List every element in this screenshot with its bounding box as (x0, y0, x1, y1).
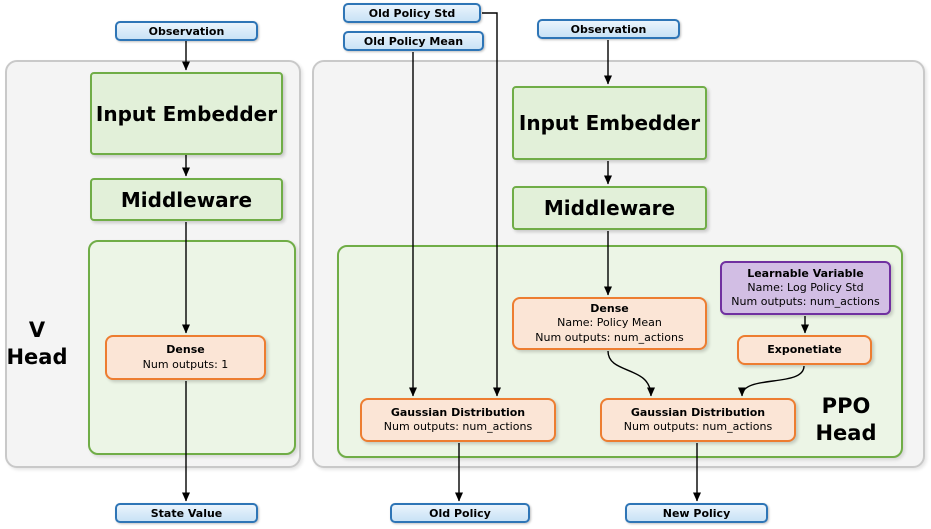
learnable-variable-detail1: Name: Log Policy Std (747, 280, 864, 294)
old-policy-mean-input: Old Policy Mean (343, 31, 484, 51)
dense-box-ppo: Dense Name: Policy Mean Num outputs: num… (512, 297, 707, 350)
middleware-box-ppo: Middleware (512, 186, 707, 230)
dense-box-v: Dense Num outputs: 1 (105, 335, 266, 380)
gaussian-distribution-box-new: Gaussian Distribution Num outputs: num_a… (600, 398, 796, 442)
dense-detail1-ppo: Name: Policy Mean (557, 316, 662, 330)
input-embedder-box-ppo: Input Embedder (512, 86, 707, 160)
learnable-variable-detail2: Num outputs: num_actions (731, 295, 880, 309)
gaussian-new-title: Gaussian Distribution (630, 405, 766, 419)
learnable-variable-title: Learnable Variable (747, 266, 864, 280)
v-head-label: V Head (6, 317, 68, 371)
v-head-label-line1: V (28, 318, 46, 342)
ppo-head-label-line1: PPO (821, 394, 871, 418)
observation-input-ppo: Observation (537, 19, 680, 39)
dense-detail2-ppo: Num outputs: num_actions (535, 330, 684, 344)
old-policy-output: Old Policy (390, 503, 530, 523)
gaussian-old-title: Gaussian Distribution (390, 405, 526, 419)
new-policy-output: New Policy (625, 503, 768, 523)
ppo-head-label-line2: Head (815, 421, 877, 445)
ppo-head-label: PPO Head (806, 393, 886, 447)
dense-title-ppo: Dense (590, 302, 629, 316)
state-value-output: State Value (115, 503, 258, 523)
exponetiate-title: Exponetiate (767, 342, 842, 356)
gaussian-distribution-box-old: Gaussian Distribution Num outputs: num_a… (360, 398, 556, 442)
exponetiate-box: Exponetiate (737, 335, 872, 365)
v-head-label-line2: Head (6, 345, 68, 369)
dense-detail-v: Num outputs: 1 (142, 357, 229, 371)
learnable-variable-box: Learnable Variable Name: Log Policy Std … (720, 261, 891, 315)
observation-input-v: Observation (115, 21, 258, 41)
gaussian-new-detail: Num outputs: num_actions (623, 420, 773, 433)
dense-title-v: Dense (166, 343, 205, 357)
old-policy-std-input: Old Policy Std (343, 3, 481, 23)
input-embedder-box-v: Input Embedder (90, 72, 283, 155)
gaussian-old-detail: Num outputs: num_actions (383, 420, 533, 433)
middleware-box-v: Middleware (90, 178, 283, 221)
